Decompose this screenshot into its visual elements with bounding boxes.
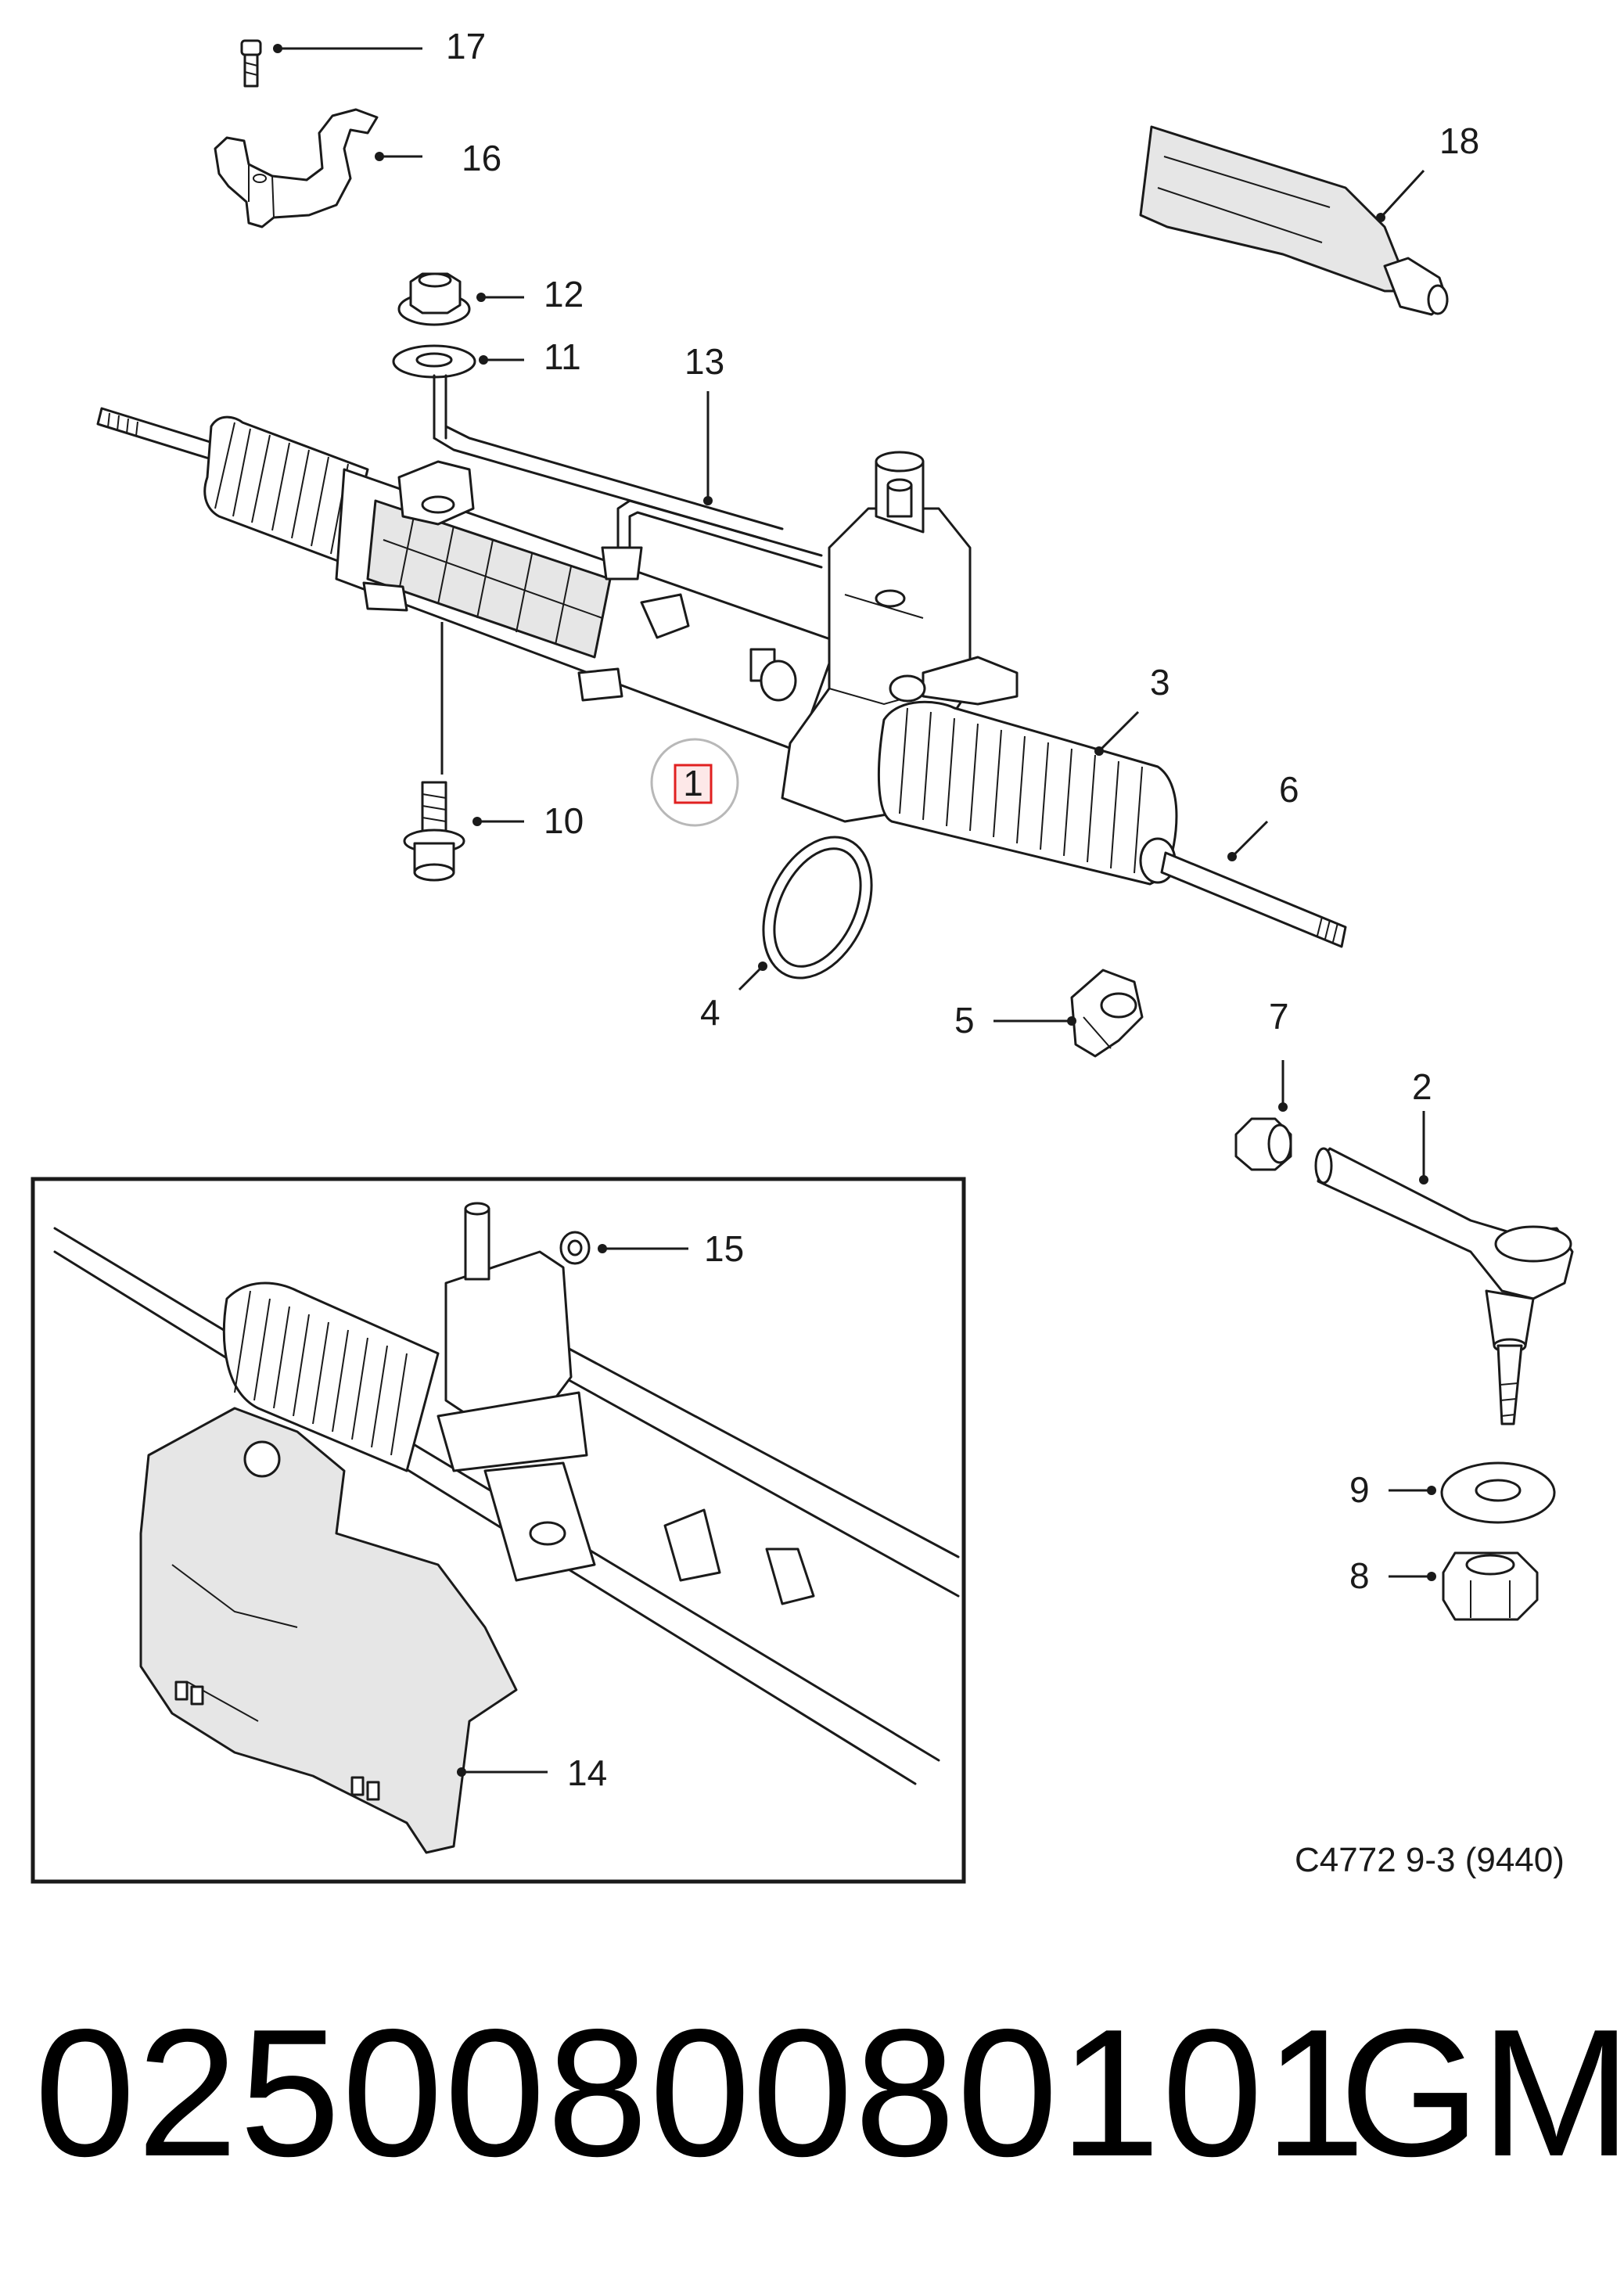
callout-1: 1 bbox=[683, 763, 703, 803]
part-18-grease-tube bbox=[1139, 125, 1449, 316]
steering-rack-assembly bbox=[96, 374, 1347, 948]
leaders bbox=[273, 44, 1436, 1777]
callout-4: 4 bbox=[700, 992, 720, 1033]
callout-3: 3 bbox=[1150, 662, 1170, 703]
part-7-nut bbox=[1234, 1117, 1292, 1171]
reference-code: C4772 9-3 (9440) bbox=[1295, 1841, 1565, 1879]
callout-labels: 17 16 18 12 11 13 10 3 6 4 5 7 2 9 8 15 … bbox=[446, 26, 1565, 1879]
part-9-washer bbox=[1440, 1461, 1556, 1524]
part-11-washer bbox=[392, 344, 476, 379]
callout-14: 14 bbox=[567, 1752, 607, 1793]
part-10-bolt bbox=[403, 781, 465, 882]
part-number: 0250080080101 bbox=[34, 1992, 1367, 2195]
installation-inset bbox=[31, 1177, 966, 1884]
part-17-bolt bbox=[240, 39, 262, 88]
callout-9: 9 bbox=[1349, 1469, 1370, 1510]
callout-10: 10 bbox=[544, 800, 584, 841]
callout-8: 8 bbox=[1349, 1555, 1370, 1596]
callout-18: 18 bbox=[1439, 120, 1479, 161]
part-5-clip bbox=[1070, 969, 1144, 1058]
part-1-marker: 1 bbox=[650, 738, 739, 827]
callout-6: 6 bbox=[1279, 769, 1299, 810]
callout-13: 13 bbox=[684, 341, 724, 382]
callout-11: 11 bbox=[544, 336, 581, 377]
callout-12: 12 bbox=[544, 274, 584, 315]
callout-17: 17 bbox=[446, 26, 486, 67]
callout-15: 15 bbox=[704, 1228, 744, 1269]
callout-16: 16 bbox=[462, 138, 501, 178]
part-12-flange-nut bbox=[397, 272, 471, 326]
part-4-clamp-ring bbox=[762, 836, 873, 980]
part-8-nut bbox=[1442, 1551, 1539, 1621]
callout-7: 7 bbox=[1269, 996, 1289, 1037]
callout-5: 5 bbox=[954, 1000, 975, 1041]
part-2-tie-rod-end bbox=[1314, 1147, 1574, 1425]
callout-2: 2 bbox=[1412, 1066, 1432, 1107]
part-16-bracket bbox=[214, 108, 379, 228]
brand-name: GM bbox=[1339, 1992, 1624, 2195]
